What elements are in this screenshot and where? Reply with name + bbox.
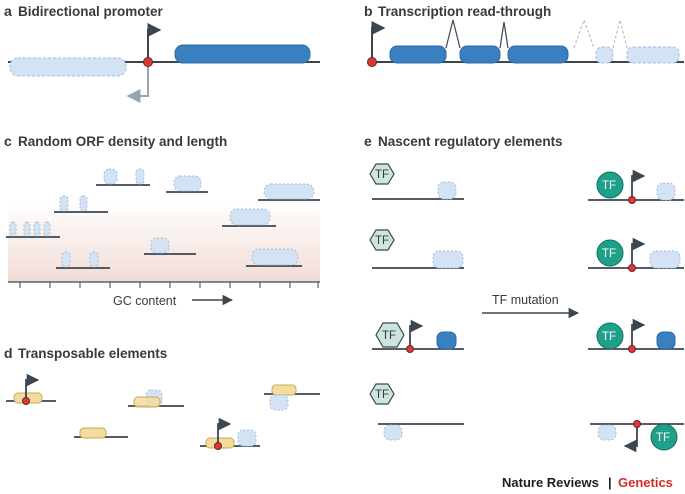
panel-b-title: Transcription read-through: [378, 4, 551, 19]
tss-arrow: [371, 21, 386, 62]
panel-e: e Nascent regulatory elements TF TF TF: [364, 133, 684, 453]
orf-segment: [56, 251, 110, 269]
orf-segment: [96, 168, 150, 186]
panel-d-letter: d: [4, 345, 13, 361]
gene-body: [174, 44, 311, 64]
journal-name: Nature Reviews: [502, 475, 599, 490]
panel-c-letter: c: [4, 133, 12, 149]
post-mutation-row-4: TF: [590, 420, 684, 453]
transposon-with-promoter: [6, 373, 56, 405]
exon-1: [389, 45, 447, 64]
tf-mutation-arrow: TF mutation: [482, 293, 580, 319]
journal-section: Genetics: [618, 475, 673, 490]
post-mutation-row-3: TF: [588, 318, 684, 353]
post-mutation-row-2: TF: [588, 237, 684, 272]
gc-axis-ticks: [19, 282, 319, 288]
panel-d: d Transposable elements: [4, 345, 320, 450]
panel-a: a Bidirectional promoter: [4, 3, 320, 103]
panel-c: c Random ORF density and length GC conte…: [4, 133, 320, 308]
panel-d-title: Transposable elements: [18, 346, 167, 361]
tf-label: TF: [375, 389, 389, 401]
pre-mutation-row-1: TF: [369, 163, 464, 200]
exon-3: [507, 45, 569, 64]
orf-segment: [6, 221, 60, 238]
tf-label: TF: [375, 169, 389, 181]
panel-e-title: Nascent regulatory elements: [378, 134, 563, 149]
panel-b-letter: b: [364, 3, 373, 19]
splice-2: [499, 21, 509, 49]
post-mutation-row-1: TF: [588, 169, 684, 204]
readthrough-exon-2: [626, 46, 680, 64]
orf-segment: [166, 175, 208, 193]
orf-segment: [258, 183, 320, 201]
antisense-transcript: [9, 57, 127, 77]
readthrough-splice-2: [612, 19, 628, 49]
promoter-dot: [367, 57, 377, 67]
footer-separator: |: [608, 475, 612, 490]
promoter-dot: [143, 57, 153, 67]
tf-mutation-label: TF mutation: [492, 293, 559, 307]
tf-label: TF: [375, 235, 389, 247]
tf-label: TF: [602, 248, 616, 260]
transposon-insertion: [74, 427, 128, 439]
panel-e-letter: e: [364, 133, 372, 149]
exon-2: [459, 45, 501, 64]
orf-segment: [144, 237, 196, 255]
splice-1: [445, 19, 461, 49]
antisense-tss-arrow: [126, 62, 149, 103]
pre-mutation-row-3: TF: [372, 319, 464, 353]
panel-b: b Transcription read-through: [364, 3, 684, 67]
tf-label: TF: [656, 432, 670, 444]
orf-segment: [246, 248, 302, 267]
readthrough-exon-1: [595, 46, 614, 64]
pre-mutation-row-4: TF: [369, 383, 464, 441]
pre-mutation-row-2: TF: [369, 229, 464, 269]
tf-label: TF: [382, 330, 396, 342]
tf-label: TF: [602, 331, 616, 343]
transposon-driving-orf: [200, 417, 260, 450]
orf-segment: [54, 195, 108, 213]
panel-a-letter: a: [4, 3, 12, 19]
transposon-overlap-orf: [128, 389, 184, 408]
journal-footer: Nature Reviews | Genetics: [502, 475, 673, 490]
readthrough-splice-1: [573, 18, 595, 49]
panel-a-title: Bidirectional promoter: [18, 4, 164, 19]
tf-label: TF: [602, 180, 616, 192]
transposon-antisense-orf: [264, 384, 320, 411]
panel-c-title: Random ORF density and length: [18, 134, 227, 149]
sense-tss-arrow: [147, 23, 162, 62]
orf-segment: [222, 208, 276, 227]
gc-axis-label: GC content: [113, 294, 177, 308]
